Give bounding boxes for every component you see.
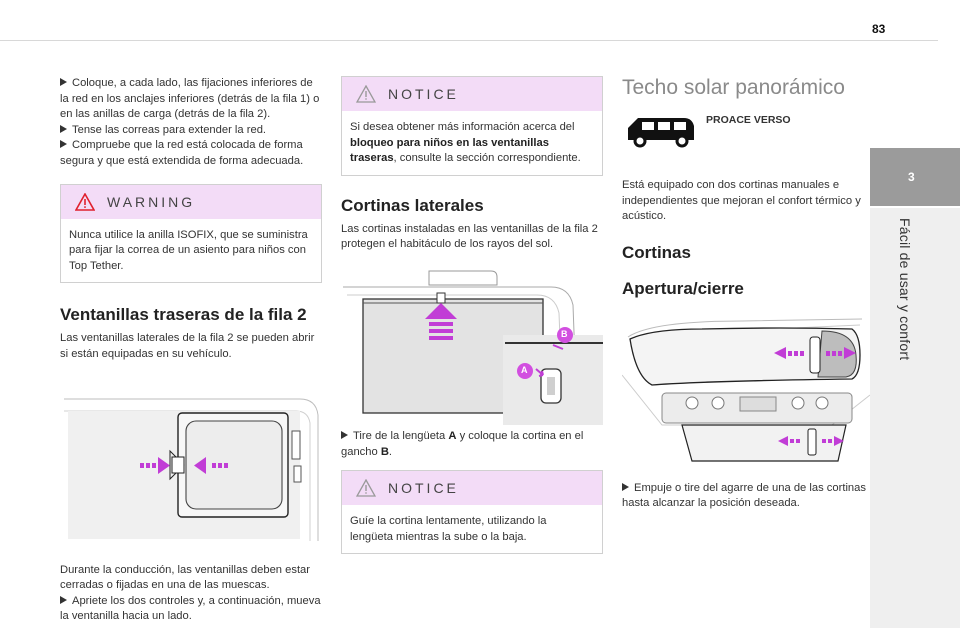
section-heading-ventanillas: Ventanillas traseras de la fila 2: [60, 305, 307, 325]
bullet-1: Coloque, a cada lado, las fijaciones inf…: [60, 77, 320, 121]
warning-triangle-icon: [75, 192, 95, 211]
notice-label-2: NOTICE: [388, 480, 459, 497]
section-heading-cortinas-laterales: Cortinas laterales: [341, 195, 484, 215]
callout-b: B: [561, 328, 568, 339]
notice-header-2: NOTICE: [342, 471, 602, 506]
section-heading-apertura: Apertura/cierre: [622, 278, 744, 298]
bullet-2: Tense las correas para extender la red.: [60, 123, 322, 139]
notice-header-1: NOTICE: [342, 77, 602, 111]
rear-window-illustration: [60, 391, 322, 549]
notice-box-1: NOTICE Si desea obtener más información …: [341, 76, 603, 176]
bullet-arrow-icon: [60, 124, 67, 133]
warning-text: Nunca utilice la anilla ISOFIX, que se s…: [69, 228, 308, 272]
notice-triangle-icon: [356, 85, 376, 103]
notice-triangle-icon: [356, 479, 376, 497]
chapter-number: 3: [908, 170, 915, 184]
chapter-sidebar: [870, 208, 960, 628]
callout-a: A: [521, 364, 528, 375]
sunroof-illustration: [621, 315, 871, 471]
bullet-arrow-icon: [60, 78, 67, 86]
notice-text-1: Si desea obtener más información acerca …: [350, 121, 581, 165]
driving-note: Durante la conducción, las ventanillas d…: [60, 563, 311, 592]
column-2: NOTICE Si desea obtener más información …: [341, 76, 603, 555]
cortinas-intro: Las cortinas instaladas en las ventanill…: [341, 222, 598, 251]
side-curtain-illustration: A B: [341, 264, 603, 425]
notice-box-2: NOTICE Guíe la cortina lentamente, utili…: [341, 470, 603, 555]
warning-header: WARNING: [61, 184, 321, 219]
van-icon: [628, 118, 694, 148]
bullet-tire: Tire de la lengüeta A y coloque la corti…: [341, 429, 584, 458]
notice-label-1: NOTICE: [388, 86, 459, 102]
bullet-arrow-icon: [60, 595, 67, 604]
chapter-title: Fácil de usar y confort: [897, 218, 913, 361]
bullet-arrow-icon: [341, 430, 348, 439]
warning-label: WARNING: [107, 193, 196, 210]
page-number: 83: [872, 22, 886, 36]
column-1: Coloque, a cada lado, las fijaciones inf…: [60, 76, 322, 625]
column-3: Techo solar panorámico PROACE VERSO Está…: [621, 76, 871, 512]
section-heading-cortinas: Cortinas: [622, 242, 691, 262]
vehicle-row: PROACE VERSO: [622, 110, 870, 158]
page-title-techo-solar: Techo solar panorámico: [622, 76, 845, 99]
bullet-3: Compruebe que la red está colocada de fo…: [60, 139, 304, 167]
bullet-arrow-icon: [622, 482, 629, 491]
techo-intro: Está equipado con dos cortinas manuales …: [622, 179, 861, 223]
section-intro: Las ventanillas laterales de la fila 2 s…: [60, 332, 315, 360]
warning-box: WARNING Nunca utilice la anilla ISOFIX, …: [60, 183, 322, 284]
chapter-tab[interactable]: [870, 148, 960, 206]
vehicle-label: PROACE VERSO: [706, 114, 791, 126]
top-rule: [0, 40, 938, 41]
bullet-arrow-icon: [60, 140, 67, 149]
notice-text-2: Guíe la cortina lentamente, utilizando l…: [350, 515, 547, 543]
bullet-4: Apriete los dos controles y, a continuac…: [60, 594, 321, 623]
bullet-empuje: Empuje o tire del agarre de una de las c…: [622, 481, 866, 510]
